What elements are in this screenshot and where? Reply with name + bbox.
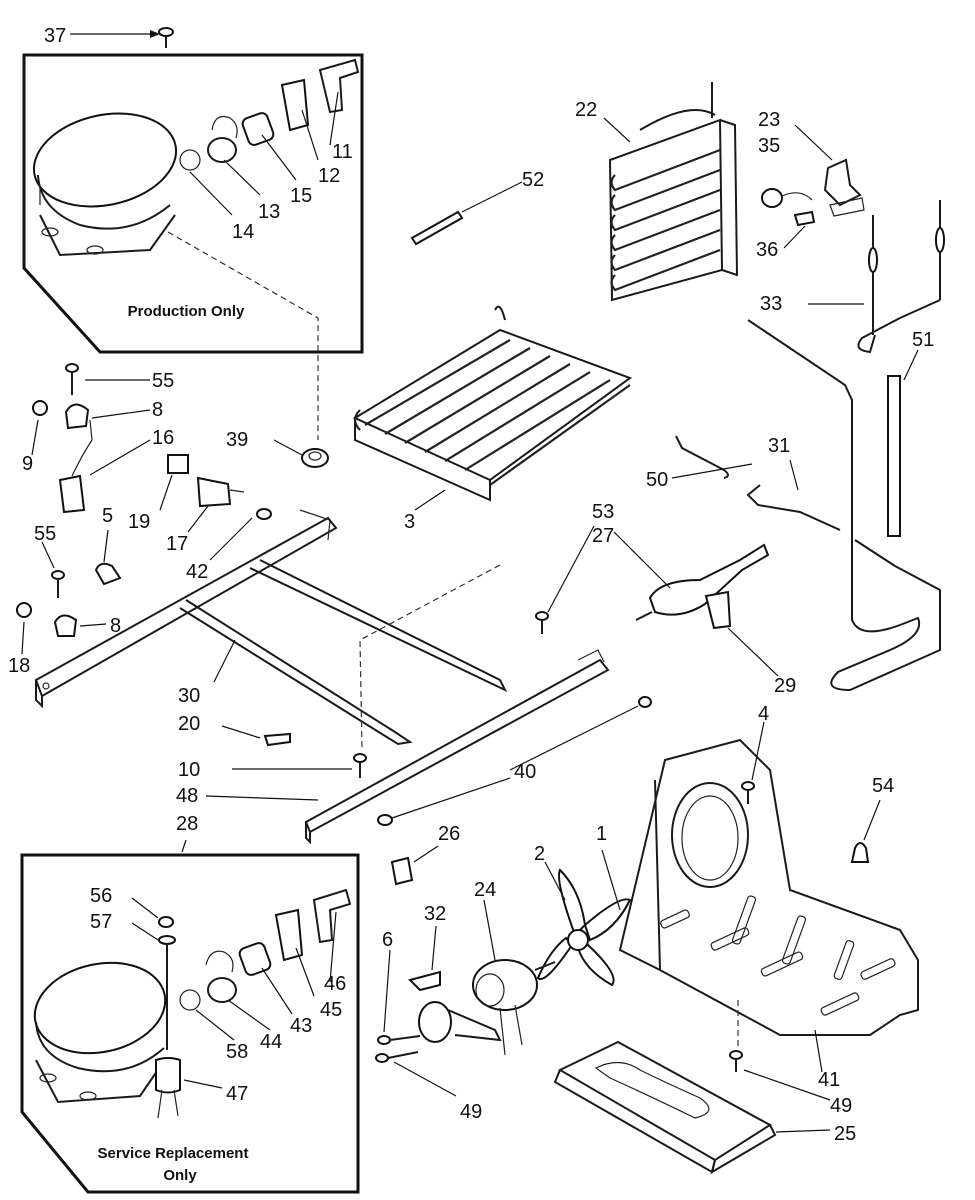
callout-14: 14 bbox=[232, 221, 254, 243]
callout-37: 37 bbox=[44, 25, 66, 47]
callout-39: 39 bbox=[226, 429, 248, 451]
service-replacement-box bbox=[20, 853, 360, 1194]
callout-12: 12 bbox=[318, 165, 340, 187]
part-54 bbox=[850, 799, 881, 863]
screw-49-right bbox=[729, 1050, 831, 1101]
callout-41: 41 bbox=[818, 1069, 840, 1091]
callout-22: 22 bbox=[575, 99, 597, 121]
callout-53: 53 bbox=[592, 501, 614, 523]
bracket-32 bbox=[408, 925, 502, 1043]
callout-52: 52 bbox=[522, 169, 544, 191]
part-50 bbox=[671, 435, 753, 479]
callout-19: 19 bbox=[128, 511, 150, 533]
callout-2: 2 bbox=[534, 843, 545, 865]
production-only-box bbox=[22, 27, 364, 354]
callout-31: 31 bbox=[768, 435, 790, 457]
callout-17: 17 bbox=[166, 533, 188, 555]
screw-4 bbox=[741, 721, 765, 804]
callout-44: 44 bbox=[260, 1031, 282, 1053]
grommet-39 bbox=[273, 439, 329, 468]
callout-28: 28 bbox=[176, 813, 198, 835]
tube-51 bbox=[887, 349, 919, 537]
clamp-29 bbox=[704, 590, 779, 677]
callout-23: 23 bbox=[758, 109, 780, 131]
callout-9: 9 bbox=[22, 453, 33, 475]
caption-service-only: Only bbox=[163, 1167, 197, 1184]
start-components-service bbox=[155, 888, 352, 1119]
callout-33: 33 bbox=[760, 293, 782, 315]
callout-6: 6 bbox=[382, 929, 393, 951]
callout-49-right: 49 bbox=[830, 1095, 852, 1117]
mounting-plate-41 bbox=[618, 738, 919, 1073]
callout-50: 50 bbox=[646, 469, 668, 491]
callout-43: 43 bbox=[290, 1015, 312, 1037]
condenser-3 bbox=[352, 305, 633, 511]
fan-motor-24 bbox=[472, 899, 556, 1056]
callout-13: 13 bbox=[258, 201, 280, 223]
callout-40: 40 bbox=[514, 761, 536, 783]
callout-11: 11 bbox=[332, 141, 353, 163]
callout-5: 5 bbox=[102, 505, 113, 527]
defrost-parts-23-35-36 bbox=[761, 124, 865, 249]
frame-30 bbox=[34, 509, 508, 746]
callout-1: 1 bbox=[596, 823, 607, 845]
drier-27 bbox=[613, 531, 770, 621]
screw-37 bbox=[158, 27, 174, 48]
suction-line-31 bbox=[746, 319, 941, 692]
callout-49-left: 49 bbox=[460, 1101, 482, 1123]
callout-46: 46 bbox=[324, 973, 346, 995]
callout-8-lower: 8 bbox=[110, 615, 121, 637]
caption-production-only: Production Only bbox=[128, 303, 245, 320]
start-components-production bbox=[179, 58, 360, 171]
fan-blade-2 bbox=[536, 849, 632, 987]
screw-10 bbox=[232, 753, 367, 778]
relay-parts-19-17-42 bbox=[159, 454, 272, 561]
screw-53 bbox=[535, 525, 595, 634]
tubing-33 bbox=[808, 200, 945, 354]
wiring-parts-lower bbox=[16, 529, 122, 655]
callout-54: 54 bbox=[872, 775, 894, 797]
callout-8-upper: 8 bbox=[152, 399, 163, 421]
part-52 bbox=[410, 181, 523, 246]
rail-48 bbox=[205, 649, 610, 845]
callout-35: 35 bbox=[758, 135, 780, 157]
callout-56: 56 bbox=[90, 885, 112, 907]
callout-42: 42 bbox=[186, 561, 208, 583]
callout-26: 26 bbox=[438, 823, 460, 845]
callout-29: 29 bbox=[774, 675, 796, 697]
wiring-parts-upper bbox=[31, 363, 151, 514]
callout-45: 45 bbox=[320, 999, 342, 1021]
callout-27: 27 bbox=[592, 525, 614, 547]
callout-55-upper: 55 bbox=[152, 370, 174, 392]
callout-18: 18 bbox=[8, 655, 30, 677]
screws-6-49 bbox=[375, 949, 457, 1097]
callout-58: 58 bbox=[226, 1041, 248, 1063]
drain-pan-25 bbox=[553, 1040, 831, 1175]
callout-47: 47 bbox=[226, 1083, 248, 1105]
clip-20 bbox=[221, 725, 291, 747]
callout-51: 51 bbox=[912, 329, 934, 351]
compressor-production bbox=[32, 112, 178, 257]
clip-26 bbox=[390, 845, 439, 886]
callout-55-lower: 55 bbox=[34, 523, 56, 545]
callout-4: 4 bbox=[758, 703, 769, 725]
callout-30: 30 bbox=[178, 685, 200, 707]
callout-labels: 37 22 23 35 11 12 15 13 14 52 36 33 51 5… bbox=[8, 25, 934, 1145]
caption-service-replacement: Service Replacement bbox=[98, 1145, 249, 1162]
callout-16: 16 bbox=[152, 427, 174, 449]
screws-40 bbox=[377, 696, 652, 826]
callout-3: 3 bbox=[404, 511, 415, 533]
callout-10: 10 bbox=[178, 759, 200, 781]
callout-24: 24 bbox=[474, 879, 496, 901]
callout-32: 32 bbox=[424, 903, 446, 925]
callout-15: 15 bbox=[290, 185, 312, 207]
callout-48: 48 bbox=[176, 785, 198, 807]
callout-57: 57 bbox=[90, 911, 112, 933]
compressor-service bbox=[33, 961, 167, 1104]
callout-20: 20 bbox=[178, 713, 200, 735]
callout-25: 25 bbox=[834, 1123, 856, 1145]
callout-36: 36 bbox=[756, 239, 778, 261]
evaporator-22 bbox=[603, 82, 739, 302]
